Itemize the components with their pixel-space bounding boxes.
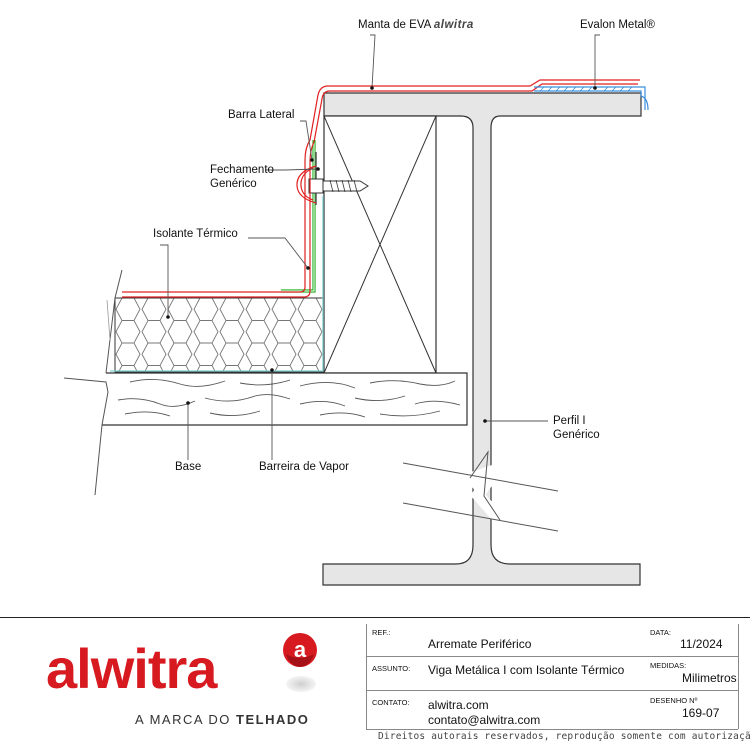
contato-email[interactable]: contato@alwitra.com [428,713,541,727]
leader-dots [166,86,597,423]
tb-divider-right [738,624,739,729]
evalon-metal-strip [534,86,649,111]
label-manta: Manta de EVA alwitra [358,19,474,31]
tb-divider-row3 [366,729,738,730]
title-block [0,617,750,751]
brand-logo-shadow [286,676,316,692]
label-perfil: Perfil I Genérico [553,415,600,441]
label-manta-brand: alwitra [433,19,474,31]
brand-logo-icon: a [280,630,320,670]
label-fechamento: Fechamento Genérico [210,164,274,190]
contato-website[interactable]: alwitra.com [428,698,489,712]
detail-drawing [63,34,649,586]
label-isolante: Isolante Térmico [153,228,238,240]
tb-divider-row1 [366,656,738,657]
tb-divider-vertical [366,624,367,729]
svg-text:a: a [294,637,307,662]
label-base: Base [175,461,202,473]
thermal-insulation [105,269,324,374]
assunto-value: Viga Metálica I com Isolante Térmico [428,663,625,677]
label-evalon: Evalon Metal® [580,19,655,31]
label-barra-lateral: Barra Lateral [228,109,295,121]
label-barreira: Barreira de Vapor [259,461,349,473]
ref-label: REF.: [372,628,391,637]
brand-tagline: A MARCA DO TELHADO [135,712,310,727]
wood-block [323,115,437,374]
desenho-label: DESENHO Nº [650,696,698,705]
base-plank [63,372,468,496]
contato-label: CONTATO: [372,698,410,707]
assunto-label: ASSUNTO: [372,664,411,673]
data-value: 11/2024 [680,637,723,651]
tb-divider-row2 [366,690,738,691]
eva-membrane [122,79,640,298]
desenho-value: 169-07 [682,706,720,720]
vapor-barrier [110,196,324,372]
medidas-label: MEDIDAS: [650,661,687,670]
copyright-notice: Direitos autorais reservados, reprodução… [378,731,750,742]
lateral-bar-and-screw [296,152,369,205]
i-beam-profile [322,92,642,586]
leader-lines [160,34,600,460]
ref-value: Arremate Periférico [428,637,532,651]
brand-wordmark: alwitra [46,637,217,700]
data-label: DATA: [650,628,671,637]
medidas-value: Milimetros [682,671,737,685]
